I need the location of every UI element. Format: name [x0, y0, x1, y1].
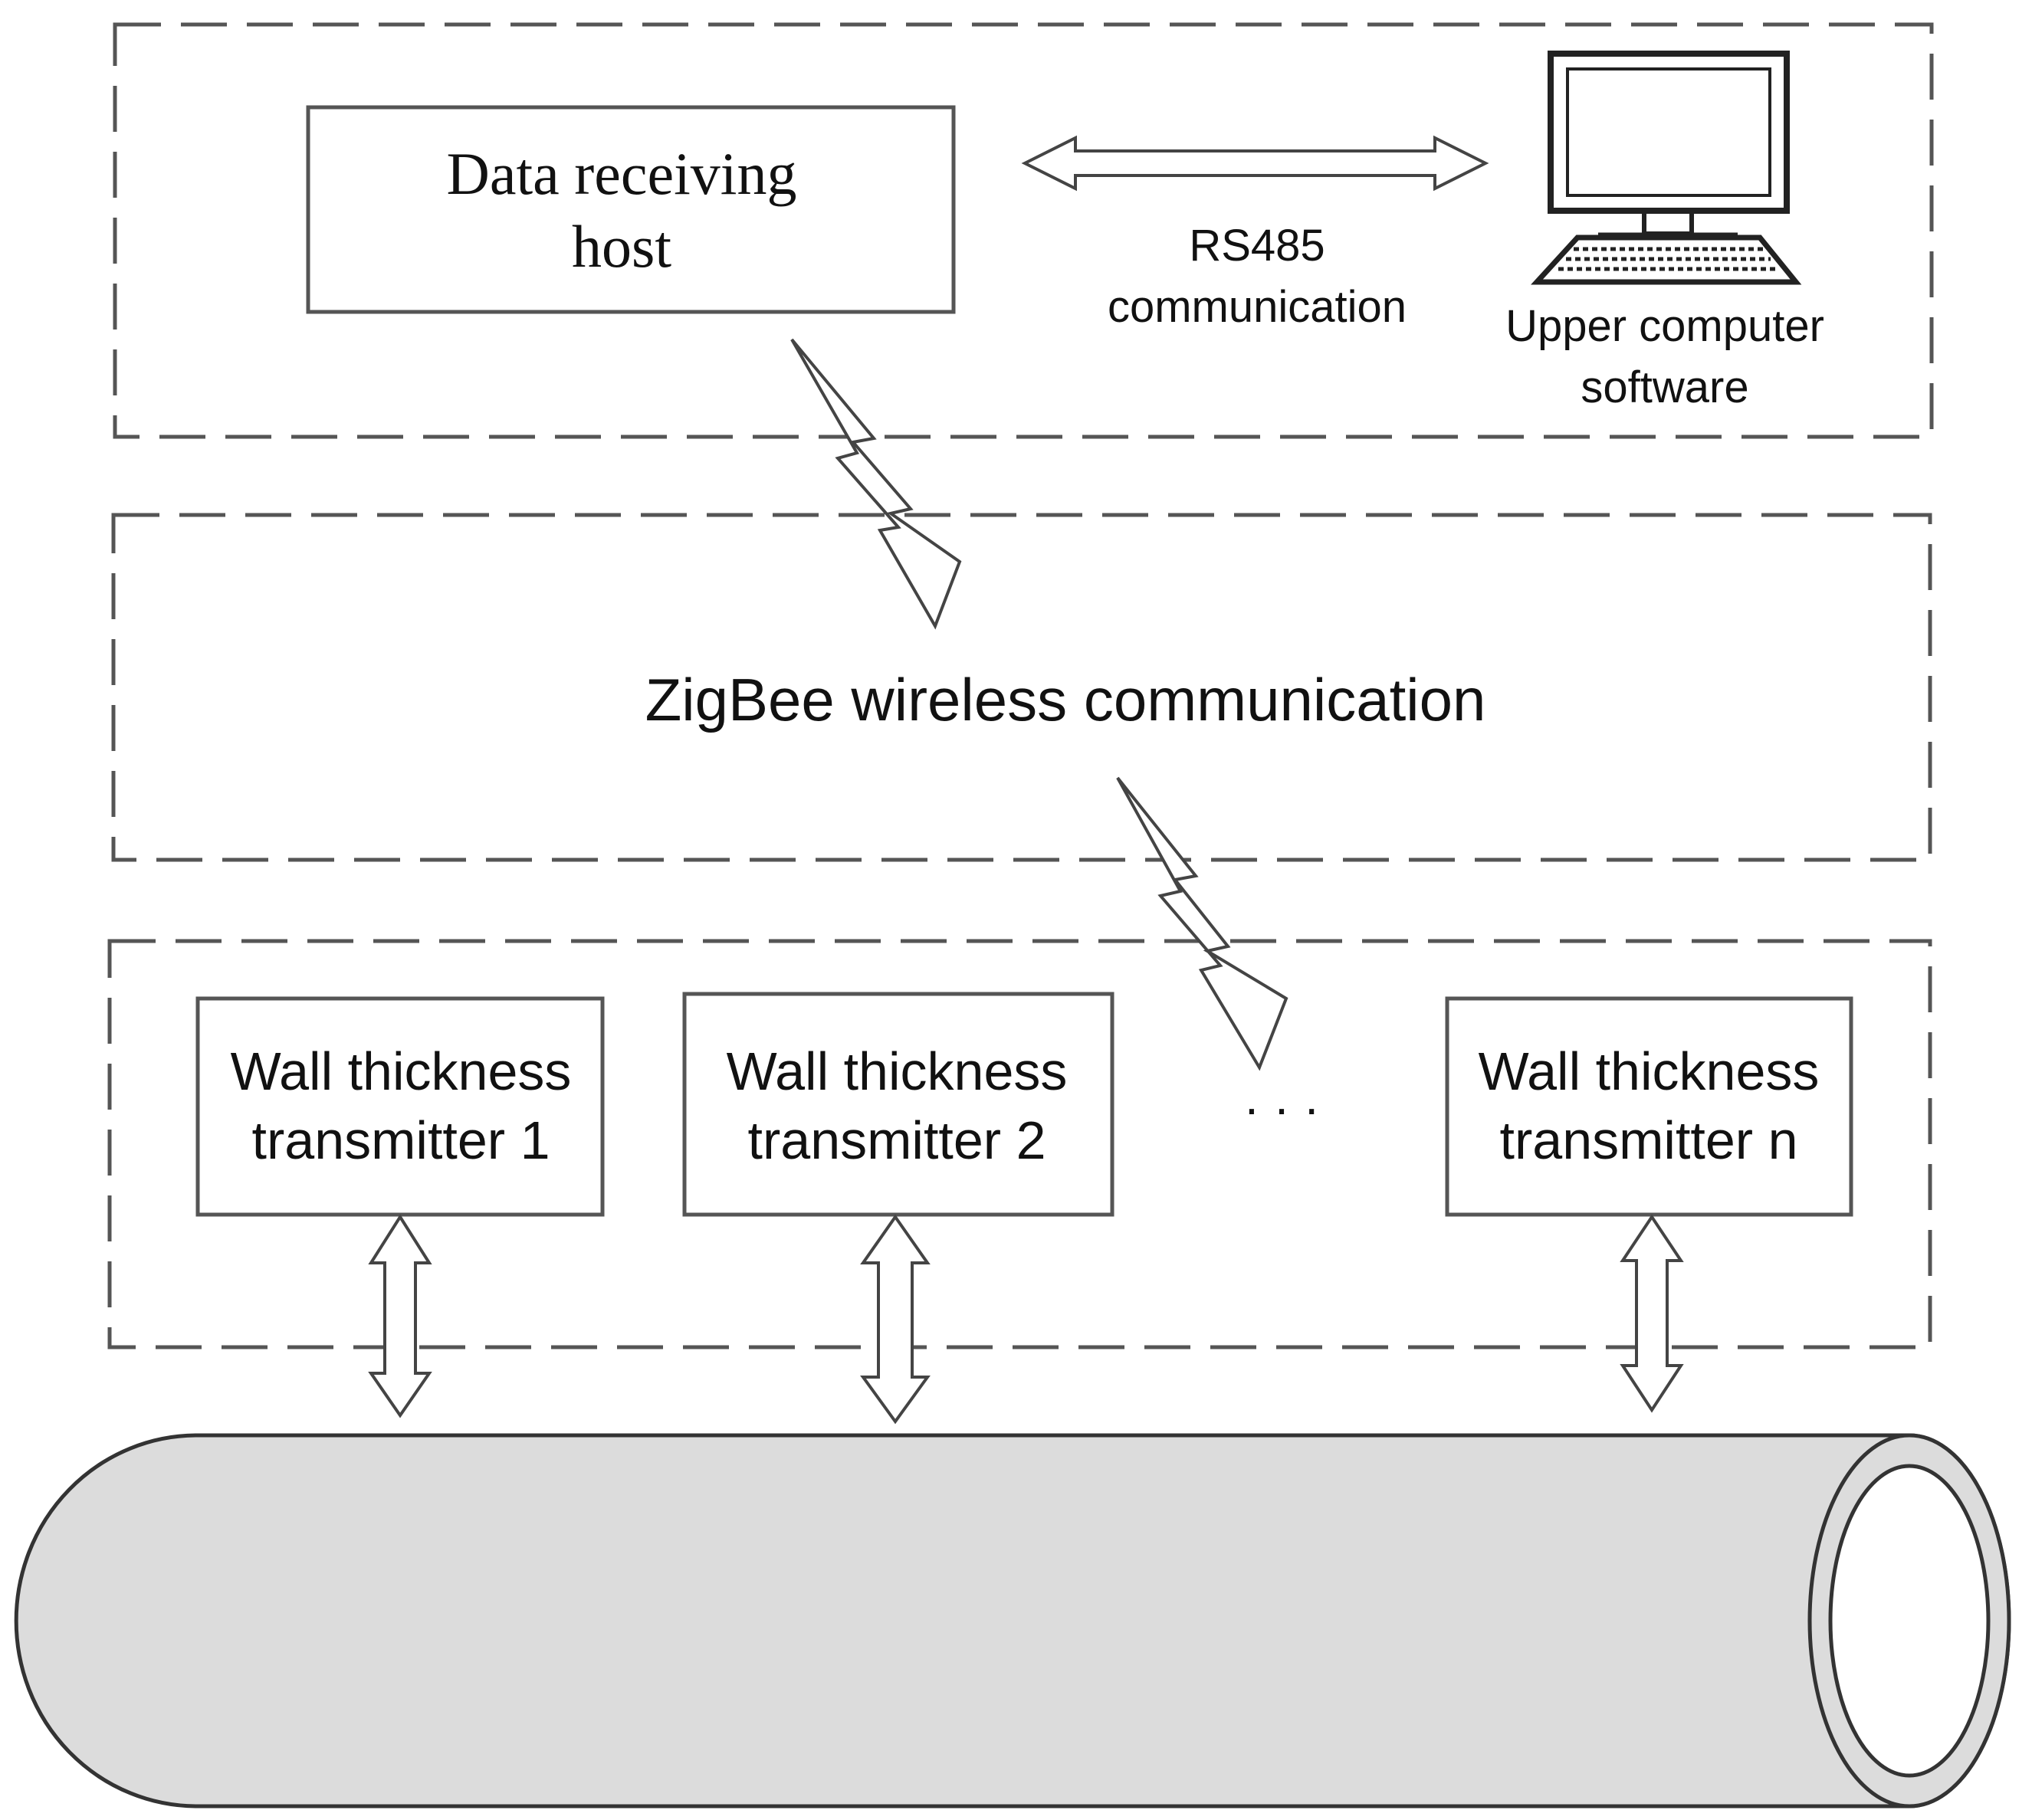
transmitter-n-label-line-1: Wall thickness [1479, 1041, 1820, 1101]
transmitter-2-box: Wall thickness transmitter 2 [682, 992, 1114, 1217]
transmitter-n-pipe-double-arrow [1620, 1214, 1684, 1413]
lightning-signal-icon [1116, 776, 1288, 1071]
transmitter-2-pipe-double-arrow [860, 1214, 931, 1425]
desktop-computer-icon [1531, 51, 1802, 285]
transmitter-1-label-line-2: transmitter 1 [252, 1110, 550, 1170]
transmitter-1-label-line-1: Wall thickness [231, 1041, 572, 1101]
transmitter-2-label-line-2: transmitter 2 [748, 1110, 1046, 1170]
transmitter-n-label-line-2: transmitter n [1500, 1110, 1798, 1170]
transmitter-layer-boundary [107, 939, 1932, 1349]
data-receiving-host-box: Data receiving host [306, 105, 956, 314]
transmitter-n-box: Wall thickness transmitter n [1445, 996, 1853, 1217]
rs485-label-line-2: communication [1108, 282, 1407, 332]
computer-label-line-1: Upper computer [1505, 301, 1824, 351]
rs485-label-line-1: RS485 [1189, 221, 1325, 271]
top-layer-boundary [113, 22, 1934, 439]
host-label-line-1: Data receiving [447, 140, 797, 207]
transmitter-2-label-line-1: Wall thickness [727, 1041, 1068, 1101]
transmitter-1-box: Wall thickness transmitter 1 [195, 996, 605, 1217]
host-label-line-2: host [572, 213, 671, 280]
ellipsis: · · · [1243, 1081, 1320, 1136]
transmitter-1-pipe-double-arrow [368, 1214, 432, 1418]
pipe-icon [14, 1433, 2011, 1809]
wireless-layer-boundary [111, 513, 1932, 862]
lightning-signal-icon [790, 338, 962, 630]
computer-label-line-2: software [1581, 362, 1748, 412]
rs485-double-arrow [1021, 135, 1489, 192]
zigbee-label: ZigBee wireless communication [645, 666, 1486, 733]
